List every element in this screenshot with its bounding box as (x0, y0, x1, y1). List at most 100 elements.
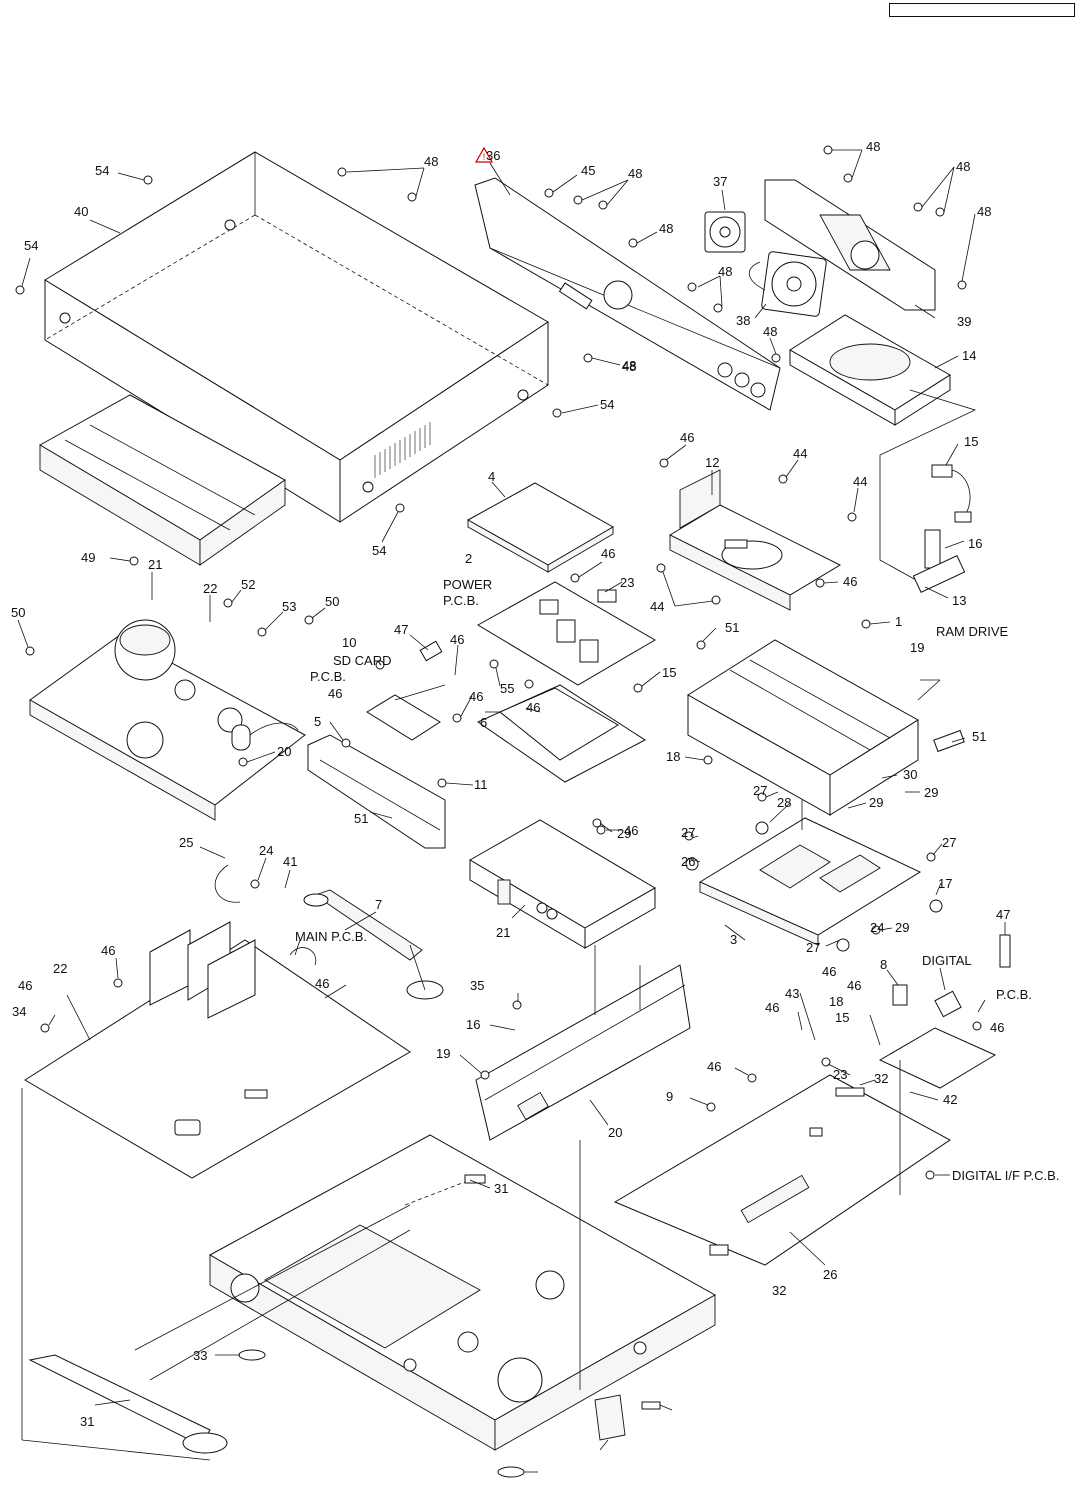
callout: 21 (496, 925, 510, 940)
callout: 17 (938, 876, 952, 891)
callout: 41 (283, 854, 297, 869)
callout: 28 (777, 795, 791, 810)
callout: 22 (53, 961, 67, 976)
leader-lines (17, 149, 1006, 1473)
callout: 26 (823, 1267, 837, 1282)
callout: 46 (990, 1020, 1004, 1035)
callout: 46 (526, 700, 540, 715)
callout: 15 (835, 1010, 849, 1025)
callout: 48 (424, 154, 438, 169)
page-number-box (889, 3, 1075, 17)
callout: 23 (620, 575, 634, 590)
callout: SD CARD (333, 653, 392, 668)
callout: 49 (81, 550, 95, 565)
svg-text:!: ! (483, 152, 486, 162)
callout: MAIN P.C.B. (295, 929, 367, 944)
callout: 21 (148, 557, 162, 572)
callout: 18 (666, 749, 680, 764)
ram-drive (687, 639, 965, 816)
callout: POWER (443, 577, 492, 592)
screws (15, 145, 982, 1180)
callout: 48 (622, 358, 636, 373)
panel-4 (466, 482, 615, 573)
callout: 44 (650, 599, 664, 614)
digital-if-pcb (613, 1074, 951, 1266)
callout: 12 (705, 455, 719, 470)
callout: 50 (11, 605, 25, 620)
callout: 36 (486, 148, 500, 163)
callout: 46 (469, 689, 483, 704)
callout: 26 (681, 854, 695, 869)
callout: 5 (314, 714, 321, 729)
callout: 33 (193, 1348, 207, 1363)
callout: 46 (765, 1000, 779, 1015)
callout: 45 (581, 163, 595, 178)
warning-triangle-icon: ! (474, 146, 494, 163)
callout: 48 (763, 324, 777, 339)
callout: 29 (895, 920, 909, 935)
sd-card-pcb (366, 640, 446, 741)
callout: 19 (436, 1046, 450, 1061)
callout: 29 (924, 785, 938, 800)
callout: 30 (903, 767, 917, 782)
top-cover (44, 151, 549, 523)
hdd-bracket (668, 469, 842, 611)
callout: 54 (600, 397, 614, 412)
callout: 46 (843, 574, 857, 589)
callout: 48 (956, 159, 970, 174)
callout: 48 (622, 359, 636, 374)
callout: 16 (466, 1017, 480, 1032)
callout: 54 (24, 238, 38, 253)
callout: 53 (282, 599, 296, 614)
callout: 48 (659, 221, 673, 236)
callout: 50 (325, 594, 339, 609)
callout: 24 (259, 843, 273, 858)
callout: 44 (853, 474, 867, 489)
callout: 48 (718, 264, 732, 279)
callout: 32 (874, 1071, 888, 1086)
feet-and-lever (28, 1349, 626, 1478)
front-bracket (474, 177, 781, 411)
callout: DIGITAL (922, 953, 972, 968)
callout: 47 (394, 622, 408, 637)
callout: 46 (450, 632, 464, 647)
callout: 3 (730, 932, 737, 947)
fan-38 (748, 251, 827, 317)
callout: 6 (480, 715, 487, 730)
callout: 19 (910, 640, 924, 655)
callout: P.C.B. (310, 669, 346, 684)
callout: 48 (977, 204, 991, 219)
front-frame (475, 964, 691, 1141)
callout: 23 (833, 1067, 847, 1082)
callout: 1 (895, 614, 902, 629)
callout: DIGITAL I/F P.C.B. (952, 1168, 1059, 1183)
callout: 34 (12, 1004, 26, 1019)
callout: P.C.B. (996, 987, 1032, 1002)
callout: 15 (964, 434, 978, 449)
callout: 9 (666, 1089, 673, 1104)
callout: 2 (465, 551, 472, 566)
callout: 4 (488, 469, 495, 484)
callout: 29 (617, 826, 631, 841)
power-chassis (469, 819, 656, 949)
callout: 37 (713, 174, 727, 189)
callout: 48 (866, 139, 880, 154)
callout-labels: 54 48 54 48 40 36 45 48 48 37 48 48 48 4… (11, 139, 1059, 1429)
callout: 54 (372, 543, 386, 558)
callout: 32 (772, 1283, 786, 1298)
insulator-sheets (476, 684, 646, 783)
callout: 22 (203, 581, 217, 596)
callout: 35 (470, 978, 484, 993)
callout: 42 (943, 1092, 957, 1107)
callout: 16 (968, 536, 982, 551)
sd-bracket (307, 734, 446, 849)
callout: 52 (241, 577, 255, 592)
callout: 46 (680, 430, 694, 445)
callout: 18 (829, 994, 843, 1009)
callout: 39 (957, 314, 971, 329)
callout: 31 (80, 1414, 94, 1429)
callout: 46 (315, 976, 329, 991)
callout: 14 (962, 348, 976, 363)
callout: 46 (328, 686, 342, 701)
callout: P.C.B. (443, 593, 479, 608)
